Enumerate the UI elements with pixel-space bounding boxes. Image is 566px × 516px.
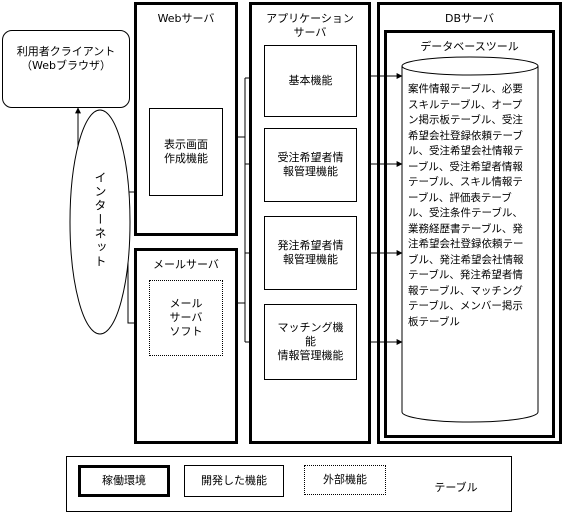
module-matching: マッチング機 能 情報管理機能: [264, 304, 357, 380]
internet-ellipse: [69, 109, 131, 335]
display-module-label: 表示画面 作成機能: [164, 138, 208, 165]
legend-table-label: テーブル: [434, 481, 478, 494]
display-module-box: 表示画面 作成機能: [149, 108, 223, 196]
module-basic: 基本機能: [264, 45, 357, 117]
legend-external-function: 外部機能: [304, 465, 386, 495]
legend-developed-function: 開発した機能: [184, 465, 284, 497]
module-order-sender: 発注希望者情 報管理機能: [264, 216, 357, 290]
db-server-title: DBサーバ: [445, 12, 494, 25]
mail-software-label: メール サーバ ソフト: [169, 297, 203, 338]
mail-software-box: メール サーバ ソフト: [149, 280, 223, 356]
db-cylinder: [401, 56, 539, 423]
mail-server-title: メールサーバ: [153, 258, 219, 271]
web-server-title: Webサーバ: [157, 12, 215, 25]
internet-label: インターネット: [93, 171, 107, 269]
client-box: 利用者クライアント （Webブラウザ）: [2, 30, 130, 108]
module-order-receiver: 受注希望者情 報管理機能: [264, 128, 357, 202]
db-tool-title: データベースツール: [420, 40, 519, 53]
db-table-list: 案件情報テーブル、必要スキルテーブル、オープン掲示板テーブル、受注希望会社登録依…: [408, 83, 524, 328]
db-tool-box: データベースツール: [384, 30, 555, 438]
db-server-box: DBサーバ: [377, 2, 562, 444]
client-label: 利用者クライアント （Webブラウザ）: [16, 45, 116, 72]
legend-runtime-environment: 稼働環境: [78, 465, 170, 497]
app-server-title: アプリケーション サーバ: [266, 12, 354, 39]
